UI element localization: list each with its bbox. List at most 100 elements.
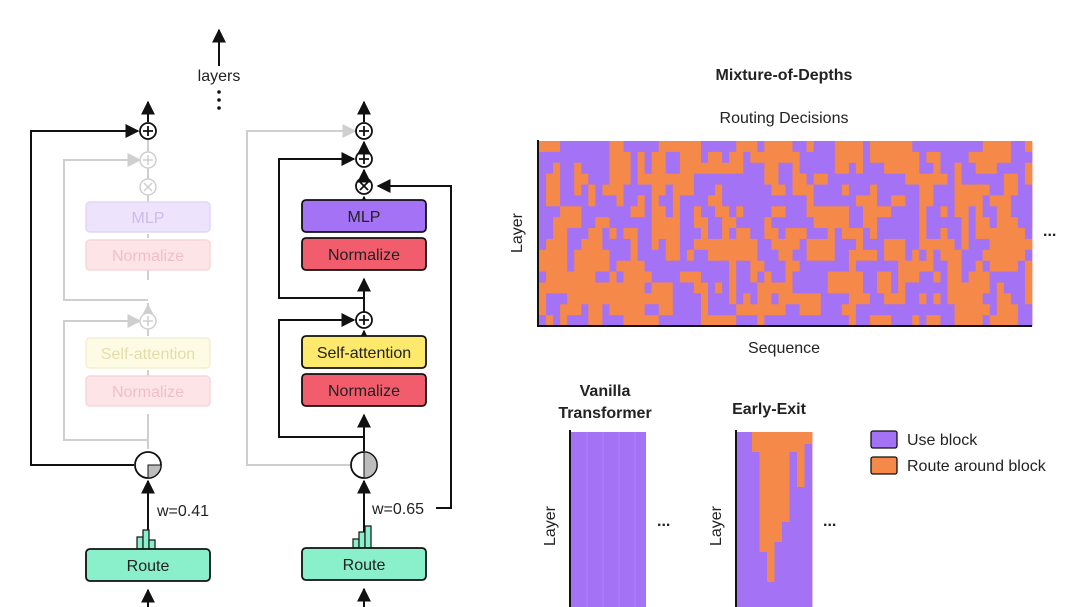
routing-cell bbox=[581, 238, 589, 251]
routing-cell bbox=[581, 260, 589, 272]
routing-cell bbox=[567, 249, 575, 262]
routing-cell bbox=[715, 315, 723, 327]
routing-cell bbox=[764, 271, 772, 283]
routing-cell bbox=[912, 206, 920, 218]
routing-cell bbox=[658, 173, 667, 185]
routing-cell bbox=[982, 162, 991, 175]
routing-cell bbox=[968, 184, 977, 196]
routing-cell bbox=[750, 151, 758, 164]
routing-cell bbox=[1024, 293, 1033, 305]
routing-cell bbox=[792, 282, 800, 294]
routing-cell bbox=[891, 173, 899, 185]
routing-cell bbox=[1017, 271, 1026, 283]
routing-cell bbox=[792, 173, 800, 185]
routing-cell bbox=[771, 249, 779, 262]
routing-cell bbox=[841, 260, 850, 272]
early-exit-column bbox=[797, 432, 805, 607]
routing-cell bbox=[778, 217, 786, 229]
routing-cell bbox=[841, 293, 850, 305]
routing-cell bbox=[665, 315, 674, 327]
routing-cell bbox=[919, 141, 927, 153]
routing-cell bbox=[764, 217, 772, 229]
routing-cell bbox=[778, 238, 786, 251]
routing-cell bbox=[686, 249, 695, 262]
routing-cell bbox=[947, 282, 955, 294]
routing-cell bbox=[672, 151, 681, 164]
routing-cell bbox=[595, 282, 603, 294]
routing-cell bbox=[792, 304, 800, 316]
routing-cell bbox=[560, 304, 568, 316]
routing-cell bbox=[743, 293, 751, 305]
router-weight-histogram bbox=[136, 529, 156, 550]
routing-cell bbox=[778, 282, 786, 294]
routing-cell bbox=[630, 293, 638, 305]
routing-cell bbox=[1003, 184, 1012, 196]
routing-cell bbox=[686, 141, 695, 153]
routing-cell bbox=[954, 217, 962, 229]
routing-cell bbox=[778, 184, 786, 196]
routing-cell bbox=[609, 141, 617, 153]
routing-cell bbox=[567, 173, 575, 185]
routing-cell bbox=[771, 184, 779, 196]
routing-cell bbox=[947, 195, 955, 207]
routing-cell bbox=[700, 162, 709, 175]
routing-cell bbox=[588, 249, 596, 262]
routing-cell bbox=[546, 141, 554, 153]
routing-cell bbox=[729, 184, 737, 196]
routing-cell bbox=[708, 151, 716, 164]
routing-cell bbox=[820, 228, 829, 240]
routing-cell bbox=[672, 228, 681, 240]
routing-cell bbox=[581, 141, 589, 153]
routing-cell bbox=[799, 260, 808, 272]
routing-cell bbox=[581, 293, 589, 305]
routing-cell bbox=[954, 162, 962, 175]
routing-cell bbox=[912, 249, 920, 262]
routing-cell bbox=[996, 162, 1005, 175]
routing-cell bbox=[679, 151, 688, 164]
routing-cell bbox=[841, 217, 850, 229]
routing-cell bbox=[658, 282, 667, 294]
routing-cell bbox=[616, 195, 624, 207]
routing-cell bbox=[743, 206, 751, 218]
routing-cell bbox=[630, 249, 638, 262]
routing-cell bbox=[750, 249, 758, 262]
routing-cell bbox=[912, 162, 920, 175]
routing-cell bbox=[553, 184, 561, 196]
routing-cell bbox=[961, 304, 970, 316]
routing-cell bbox=[1003, 304, 1012, 316]
routing-cell bbox=[820, 249, 829, 262]
routing-cell bbox=[820, 151, 829, 164]
routing-cell bbox=[700, 282, 709, 294]
ellipsis-dot bbox=[217, 98, 221, 102]
routing-cell bbox=[799, 282, 808, 294]
routing-cell bbox=[715, 282, 723, 294]
routing-cell bbox=[905, 271, 913, 283]
routing-cell bbox=[778, 151, 786, 164]
routing-cell bbox=[982, 304, 991, 316]
routing-cell bbox=[1017, 195, 1026, 207]
routing-cell bbox=[813, 141, 822, 153]
routing-cell bbox=[644, 238, 653, 251]
vanilla-use-block-area bbox=[571, 432, 646, 607]
routing-cell bbox=[813, 238, 822, 251]
routing-cell bbox=[602, 184, 610, 196]
routing-cell bbox=[905, 184, 913, 196]
routing-cell bbox=[933, 206, 941, 218]
routing-cell bbox=[736, 195, 744, 207]
early-exit-title: Early-Exit bbox=[732, 401, 806, 418]
routing-cell bbox=[870, 162, 878, 175]
routing-cell bbox=[722, 238, 730, 251]
routing-cell bbox=[1017, 184, 1026, 196]
routing-cell bbox=[1024, 195, 1033, 207]
routing-cell bbox=[905, 282, 913, 294]
routing-cell bbox=[658, 151, 667, 164]
routing-cell bbox=[884, 217, 892, 229]
routing-cell bbox=[785, 238, 793, 251]
routing-cell bbox=[982, 260, 991, 272]
early-exit-column bbox=[737, 432, 745, 607]
routing-cell bbox=[574, 249, 582, 262]
routing-cell bbox=[813, 184, 822, 196]
routing-cell bbox=[736, 141, 744, 153]
faded-transformer-block: MLP Normalize Self-attention Normalize w… bbox=[30, 100, 211, 607]
routing-cell bbox=[679, 282, 688, 294]
